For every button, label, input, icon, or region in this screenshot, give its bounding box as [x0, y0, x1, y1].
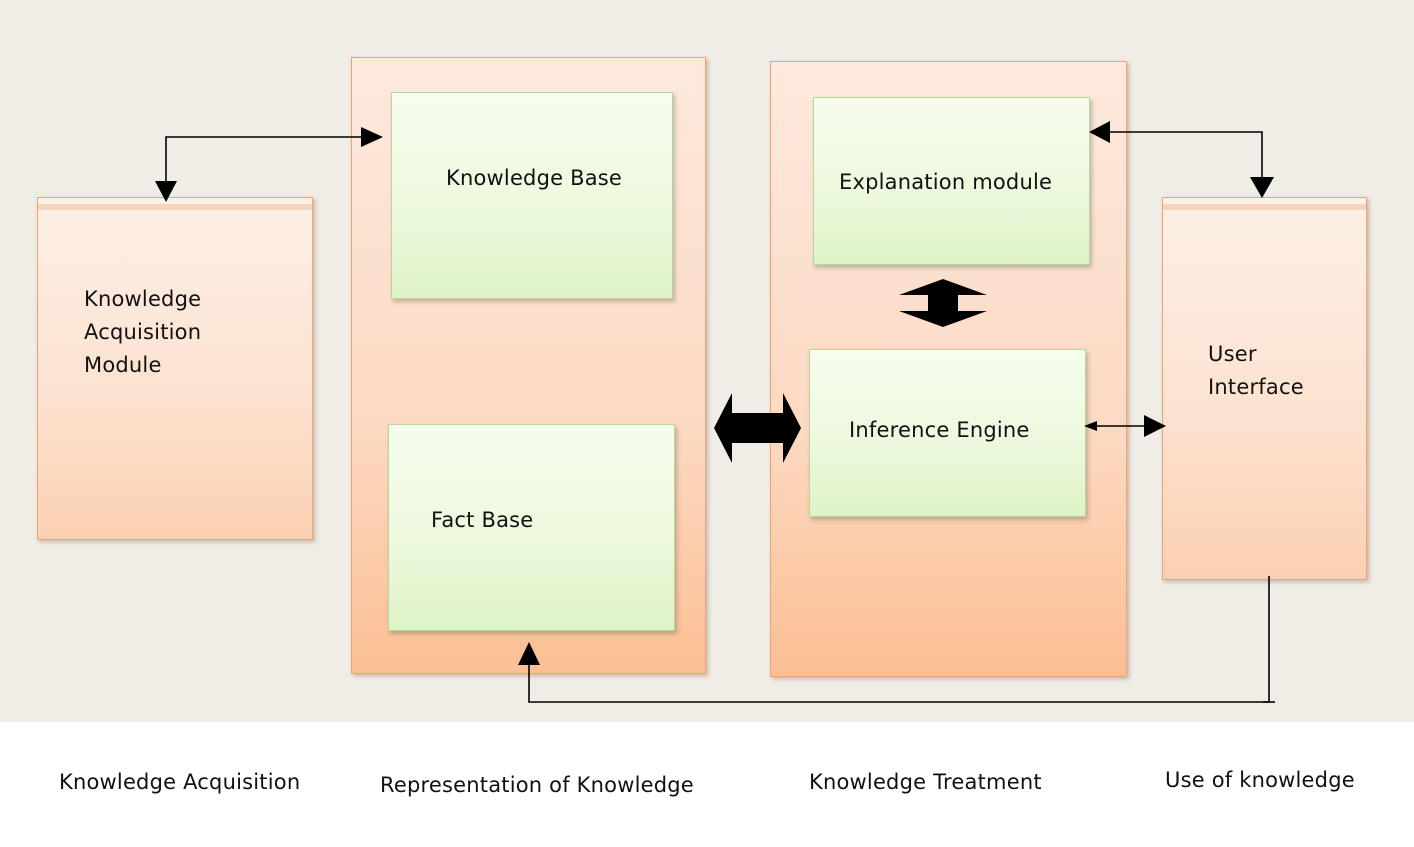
knowledge-base-box	[391, 92, 673, 299]
user-interface-line-1: User	[1208, 342, 1257, 366]
explanation-module-box	[813, 97, 1090, 265]
inference-engine-box	[809, 349, 1086, 517]
explanation-module-label: Explanation module	[839, 170, 1053, 194]
user-interface-panel	[1162, 197, 1367, 580]
inference-engine-label: Inference Engine	[849, 418, 1030, 442]
knowledge-acquisition-module-line-1: Knowledge	[84, 287, 202, 311]
knowledge-acquisition-module-line-3: Module	[84, 353, 162, 377]
caption-knowledge-treatment: Knowledge Treatment	[809, 770, 1042, 794]
knowledge-acquisition-module-line-2: Acquisition	[84, 320, 202, 344]
knowledge-acquisition-module-panel	[37, 197, 313, 540]
user-interface-line-2: Interface	[1208, 375, 1304, 399]
caption-knowledge-acquisition: Knowledge Acquisition	[59, 770, 301, 794]
knowledge-base-label: Knowledge Base	[446, 166, 623, 190]
caption-use-of-knowledge: Use of knowledge	[1165, 768, 1355, 792]
fact-base-label: Fact Base	[431, 508, 534, 532]
caption-representation-of-knowledge: Representation of Knowledge	[380, 773, 694, 797]
